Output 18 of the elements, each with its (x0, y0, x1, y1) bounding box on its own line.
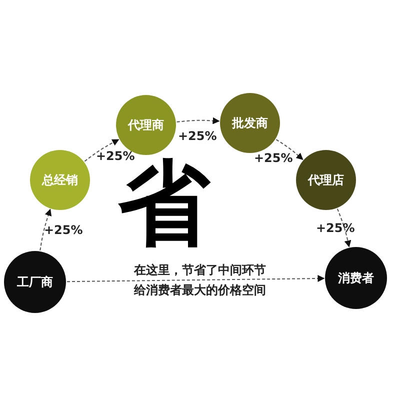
edge-label: 在这里，节省了中间环节给消费者最大的价格空间 (132, 262, 267, 300)
arrow (176, 117, 220, 124)
stage-label: 工厂商 (17, 274, 53, 290)
stage-label: 消费者 (338, 270, 374, 286)
stage-label: 批发商 (232, 114, 268, 132)
arrow (66, 274, 325, 282)
edge-label: +25% (254, 152, 293, 166)
arrow (276, 139, 304, 160)
stage-label: 代理商 (128, 116, 164, 134)
stage-label: 总经销 (42, 172, 78, 188)
edge-label: +25% (178, 130, 217, 144)
edge-label: +25% (44, 224, 83, 238)
arrow (336, 208, 352, 248)
arrow (84, 139, 120, 162)
large-character: 省 (118, 158, 210, 250)
edge-label: +25% (316, 222, 355, 236)
stage-label: 代理店 (308, 172, 344, 188)
arrow (40, 208, 52, 251)
